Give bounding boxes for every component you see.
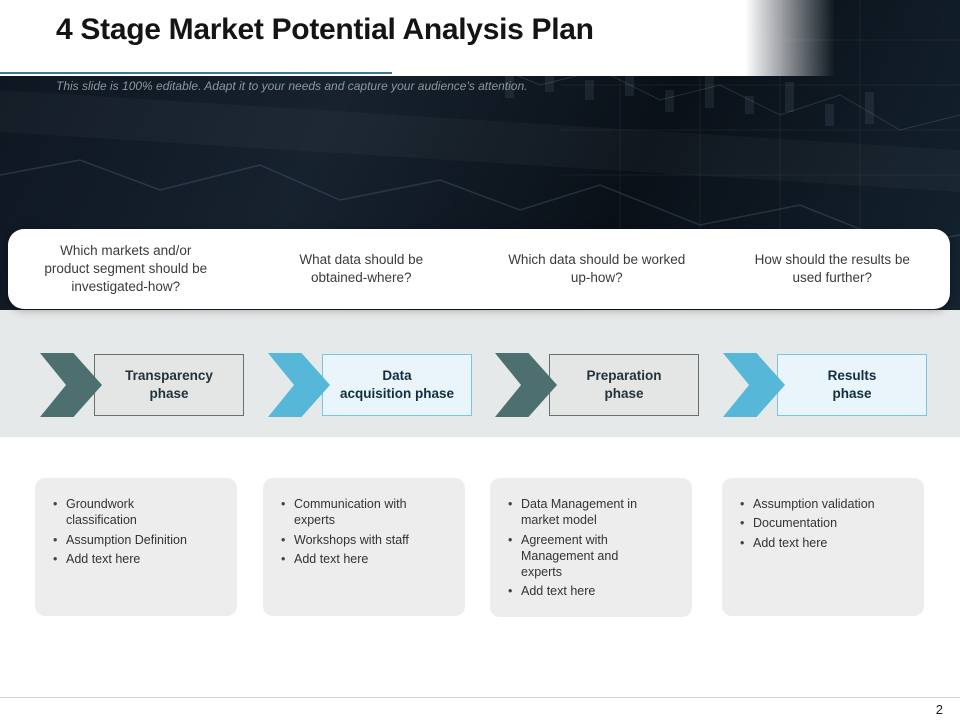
phase-label-line: acquisition phase	[339, 386, 455, 401]
question-results-used: How should the results be used further?	[715, 251, 951, 287]
bullet-item: Data Management in market model	[504, 496, 656, 529]
bullet-list: Assumption validation Documentation Add …	[736, 496, 888, 551]
question-data-obtained-text: What data should be obtained-where?	[299, 252, 424, 285]
page-number: 2	[935, 702, 943, 717]
bullet-item: Communication with experts	[277, 496, 429, 529]
footer-divider	[0, 697, 960, 698]
phase-transparency-label: Transparency phase	[94, 354, 244, 416]
phase-label-line: Transparency	[125, 368, 213, 384]
phase-label-line: Data	[382, 368, 412, 384]
bullet-item: Assumption Definition	[49, 532, 201, 549]
chevron-right-icon	[268, 353, 330, 417]
phase-data-acquisition: Data acquisition phase	[268, 353, 472, 417]
bullet-list: Data Management in market model Agreemen…	[504, 496, 656, 600]
chevron-right-icon	[40, 353, 102, 417]
phase-label-line: Preparation	[586, 368, 662, 384]
bullet-item: Assumption validation	[736, 496, 888, 513]
chevron-right-icon	[495, 353, 557, 417]
detail-box-data-acquisition: Communication with experts Workshops wit…	[263, 478, 465, 616]
detail-box-transparency: Groundwork classification Assumption Def…	[35, 478, 237, 616]
bullet-list: Communication with experts Workshops wit…	[277, 496, 429, 567]
question-markets: Which markets and/or product segment sho…	[8, 242, 244, 295]
chevron-right-icon	[723, 353, 785, 417]
bullet-item: Add text here	[736, 535, 888, 552]
questions-panel: Which markets and/or product segment sho…	[8, 229, 950, 309]
question-data-worked: Which data should be worked up-how?	[479, 251, 715, 287]
title-fade	[745, 0, 835, 76]
question-results-used-text: How should the results be used further?	[754, 252, 910, 285]
phase-data-acquisition-label: Data acquisition phase	[322, 354, 472, 416]
bullet-item: Agreement with Management and experts	[504, 532, 656, 581]
phase-results: Results phase	[723, 353, 927, 417]
phase-preparation-label: Preparation phase	[549, 354, 699, 416]
slide-subtitle: This slide is 100% editable. Adapt it to…	[56, 79, 528, 93]
question-markets-text: Which markets and/or product segment sho…	[44, 243, 208, 294]
phase-transparency: Transparency phase	[40, 353, 244, 417]
bullet-item: Groundwork classification	[49, 496, 201, 529]
question-data-obtained: What data should be obtained-where?	[244, 251, 480, 287]
bullet-item: Add text here	[504, 583, 656, 600]
title-block	[0, 0, 745, 76]
phase-label-line: phase	[149, 386, 189, 401]
title-accent-underline	[0, 72, 392, 74]
page-title: 4 Stage Market Potential Analysis Plan	[56, 13, 594, 46]
phase-label-line: Results	[827, 368, 877, 384]
bullet-item: Add text here	[49, 551, 201, 568]
bullet-list: Groundwork classification Assumption Def…	[49, 496, 201, 567]
bullet-item: Workshops with staff	[277, 532, 429, 549]
bullet-item: Add text here	[277, 551, 429, 568]
bullet-item: Documentation	[736, 515, 888, 532]
phase-label-line: phase	[832, 386, 872, 401]
phase-results-label: Results phase	[777, 354, 927, 416]
phase-label-line: phase	[604, 386, 644, 401]
detail-box-results: Assumption validation Documentation Add …	[722, 478, 924, 616]
question-data-worked-text: Which data should be worked up-how?	[508, 252, 686, 285]
phase-preparation: Preparation phase	[495, 353, 699, 417]
detail-box-preparation: Data Management in market model Agreemen…	[490, 478, 692, 617]
